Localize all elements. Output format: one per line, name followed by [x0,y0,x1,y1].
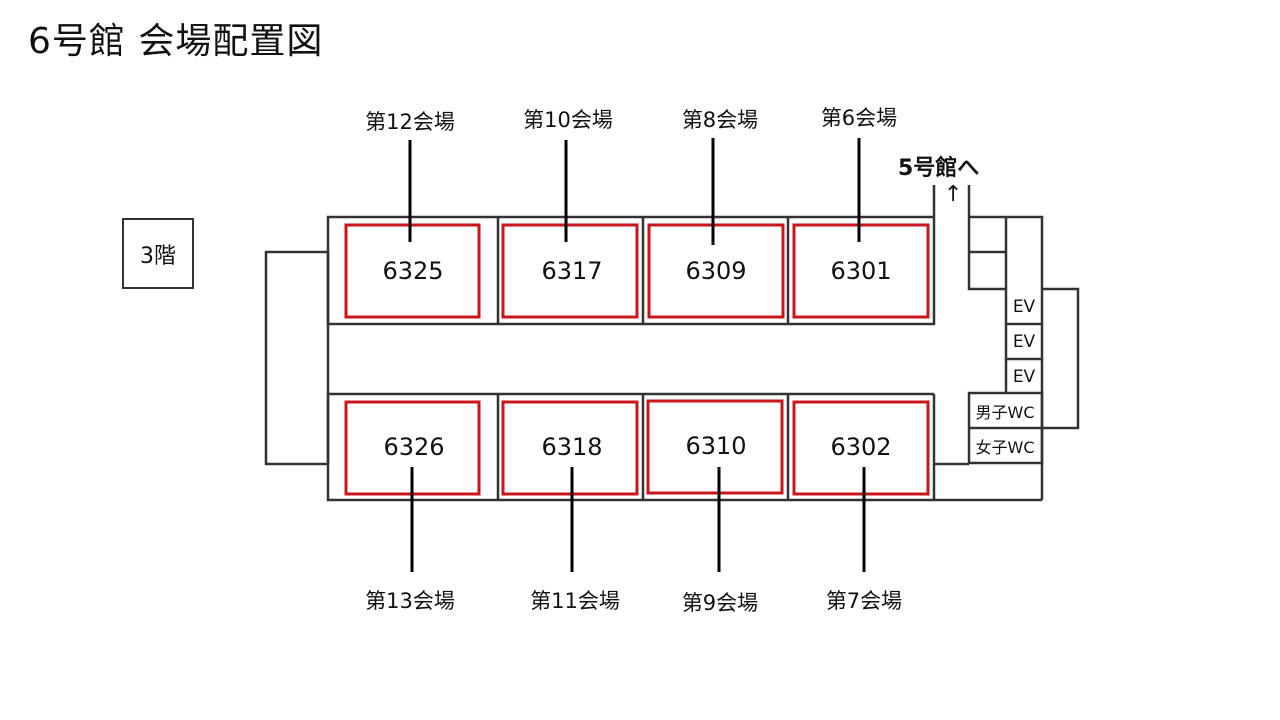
venue-label: 第9会場 [681,591,759,615]
venue-label: 第7会場 [825,589,903,613]
elevator-label: EV [1012,367,1036,387]
room-number: 6326 [383,433,445,461]
to-building-5-label: 5号館へ [898,156,980,181]
elevator-label: EV [1012,332,1036,352]
womens-restroom-label: 女子WC [975,438,1035,457]
left-annex [264,250,330,466]
room-number: 6310 [685,432,747,460]
venue-label: 第10会場 [523,108,613,132]
page-title: 6号館 会場配置図 [28,21,324,62]
room-number: 6302 [830,433,892,461]
venue-label: 第8会場 [681,108,759,132]
room-number: 6301 [830,257,892,285]
up-arrow-icon: ↑ [944,182,963,207]
room-number: 6318 [541,433,603,461]
venue-label: 第12会場 [365,110,455,134]
venue-label: 第11会場 [530,589,620,613]
room-number: 6309 [685,257,747,285]
leader-lines [408,138,866,572]
room-number: 6325 [382,257,444,285]
venue-label: 第6会場 [820,106,898,130]
room-number: 6317 [541,257,603,285]
elevator-label: EV [1012,297,1036,317]
venue-label: 第13会場 [365,589,455,613]
venue-rooms [344,223,930,496]
floor-label: 3階 [122,218,194,289]
mens-restroom-label: 男子WC [975,403,1035,422]
